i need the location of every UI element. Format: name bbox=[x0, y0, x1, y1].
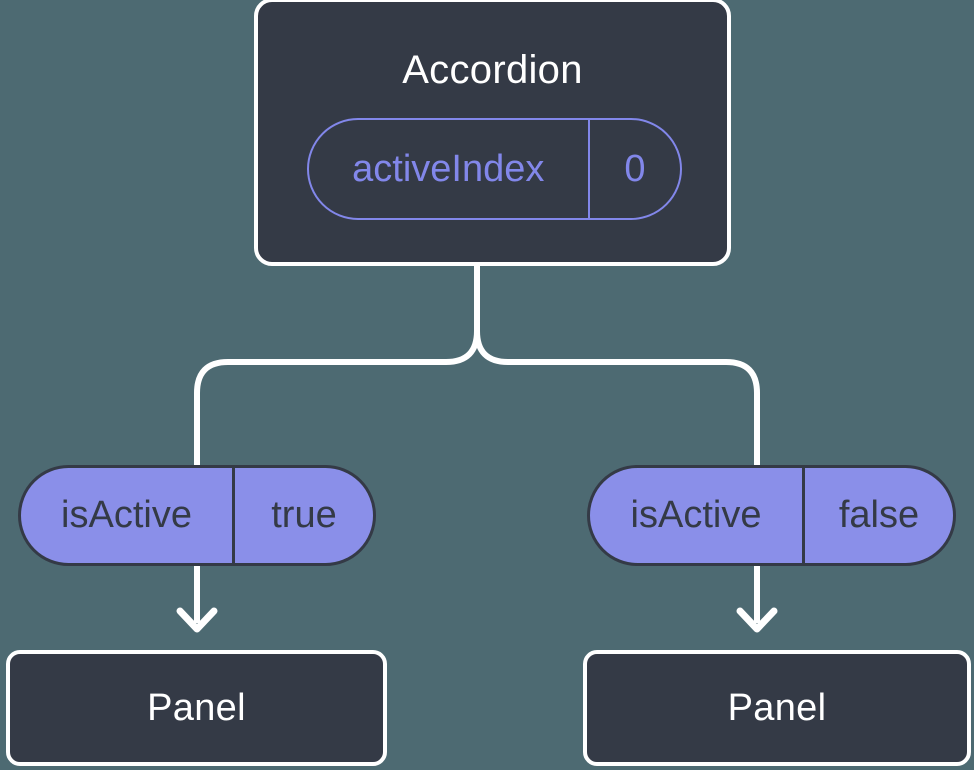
state-pill: activeIndex 0 bbox=[307, 118, 682, 220]
state-pill-label: activeIndex bbox=[352, 147, 545, 190]
arrow-down-right-icon bbox=[736, 607, 778, 633]
prop-pill-left-divider bbox=[232, 468, 235, 563]
prop-pill-right: isActive false bbox=[587, 465, 956, 566]
prop-pill-right-value: false bbox=[838, 494, 920, 536]
prop-pill-right-label: isActive bbox=[630, 494, 762, 536]
prop-pill-right-divider bbox=[802, 468, 805, 563]
arrow-down-left-icon bbox=[176, 607, 218, 633]
accordion-node: Accordion activeIndex 0 bbox=[254, 0, 731, 266]
panel-node-right: Panel bbox=[583, 650, 971, 766]
panel-left-title: Panel bbox=[147, 686, 246, 729]
prop-pill-left: isActive true bbox=[18, 465, 376, 566]
state-pill-value: 0 bbox=[624, 147, 646, 190]
panel-node-left: Panel bbox=[6, 650, 387, 766]
prop-pill-left-label: isActive bbox=[61, 494, 192, 536]
state-pill-divider bbox=[587, 120, 590, 218]
panel-right-title: Panel bbox=[727, 686, 827, 729]
accordion-title: Accordion bbox=[402, 48, 583, 92]
connector-root-to-left-branch bbox=[194, 263, 480, 468]
connector-root-to-right-branch bbox=[474, 263, 760, 468]
prop-pill-left-value: true bbox=[271, 494, 337, 536]
